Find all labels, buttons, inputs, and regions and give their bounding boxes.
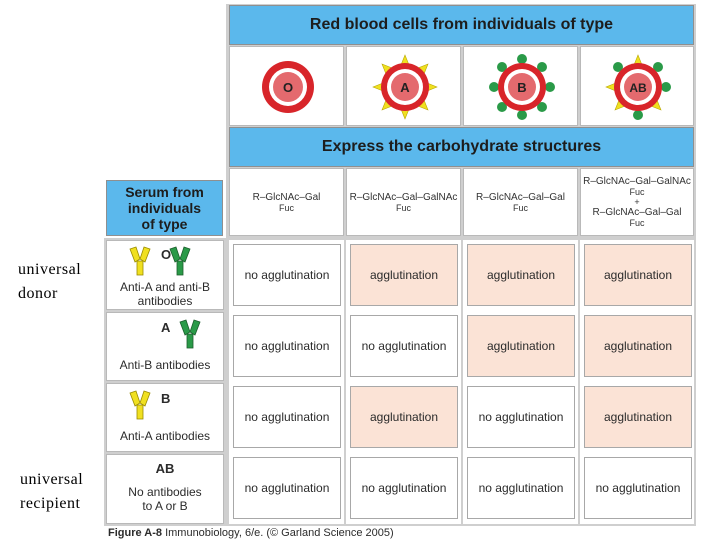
structure-A-fuc: Fuc <box>395 202 411 213</box>
result-cell-serum-B-rbc-B: no agglutination <box>467 386 575 448</box>
structure-AB-fuc1: Fuc <box>629 187 645 197</box>
cell-box-AB: AB <box>580 46 694 126</box>
structure-B-fuc: Fuc <box>512 202 528 213</box>
serum-header: Serum from individuals of type <box>106 180 223 236</box>
figure-caption-label: Figure A-8 <box>108 527 162 539</box>
result-cell-serum-A-rbc-O: no agglutination <box>233 315 341 377</box>
rbc-B-icon: B <box>489 54 555 120</box>
cell-box-O: O <box>229 46 344 126</box>
serum-row-AB-label1: No antibodies <box>128 485 202 499</box>
structure-O-fuc: Fuc <box>278 202 294 213</box>
serum-row-O-label1: Anti-A and anti-B <box>119 280 211 294</box>
structure-B: R–GlcNAc–Gal–Gal Fuc <box>463 168 578 236</box>
result-cell-serum-O-rbc-B: agglutination <box>467 244 575 306</box>
rbc-AB-icon: AB <box>605 54 671 120</box>
rbc-O-label: O <box>283 80 293 95</box>
rbc-AB-label: AB <box>629 81 647 95</box>
structure-A-main: R–GlcNAc–Gal–GalNAc <box>349 191 458 203</box>
result-cell-serum-B-rbc-AB: agglutination <box>584 386 692 448</box>
result-cell-serum-A-rbc-A: no agglutination <box>350 315 458 377</box>
serum-header-line2: individuals <box>127 200 202 216</box>
antibody-anti-b-icon <box>179 319 201 349</box>
serum-row-AB-type: AB <box>155 461 175 476</box>
serum-row-O-type: O <box>161 247 172 262</box>
carbohydrate-header: Express the carbohydrate structures <box>229 127 694 167</box>
rbc-header: Red blood cells from individuals of type <box>229 5 694 45</box>
structure-AB: R–GlcNAc–Gal–GalNAc Fuc + R–GlcNAc–Gal–G… <box>580 168 694 236</box>
result-cell-serum-O-rbc-O: no agglutination <box>233 244 341 306</box>
result-cell-serum-AB-rbc-AB: no agglutination <box>584 457 692 519</box>
serum-header-line3: of type <box>141 216 188 232</box>
structure-AB-main1: R–GlcNAc–Gal–GalNAc <box>583 176 691 187</box>
universal-donor-note: universal donor <box>18 258 81 306</box>
structure-O-main: R–GlcNAc–Gal <box>252 191 321 203</box>
cell-box-A: A <box>346 46 461 126</box>
serum-row-A-label: Anti-B antibodies <box>119 358 211 372</box>
antibody-anti-a-icon <box>129 390 151 420</box>
serum-row-AB: AB No antibodies to A or B <box>106 454 224 524</box>
serum-row-A-type: A <box>161 320 171 335</box>
structure-O: R–GlcNAc–Gal Fuc <box>229 168 344 236</box>
serum-row-O-label2: antibodies <box>137 294 193 308</box>
universal-recipient-note-line2: recipient <box>20 495 81 512</box>
universal-donor-note-line1: universal <box>18 261 82 278</box>
rbc-O-icon: O <box>262 61 314 113</box>
result-cell-serum-A-rbc-B: agglutination <box>467 315 575 377</box>
rbc-A-label: A <box>400 80 410 95</box>
result-cell-serum-B-rbc-O: no agglutination <box>233 386 341 448</box>
figure-caption: Figure A-8 Immunobiology, 6/e. (© Garlan… <box>108 527 508 539</box>
serum-row-B-label: Anti-A antibodies <box>119 429 211 443</box>
serum-row-AB-label2: to A or B <box>142 499 188 513</box>
structure-A: R–GlcNAc–Gal–GalNAc Fuc <box>346 168 461 236</box>
serum-header-line1: Serum from <box>125 184 204 200</box>
result-cell-serum-AB-rbc-A: no agglutination <box>350 457 458 519</box>
serum-row-B-type: B <box>161 391 171 406</box>
structure-AB-plus: + <box>634 197 640 207</box>
result-cell-serum-A-rbc-AB: agglutination <box>584 315 692 377</box>
rbc-B-label: B <box>517 80 526 95</box>
universal-recipient-note-line1: universal <box>20 471 84 488</box>
result-cell-serum-AB-rbc-O: no agglutination <box>233 457 341 519</box>
serum-row-B: B Anti-A antibodies <box>106 383 224 452</box>
figure-caption-source: Immunobiology, 6/e. (© Garland Science 2… <box>165 527 394 539</box>
result-cell-serum-O-rbc-A: agglutination <box>350 244 458 306</box>
antibodies-anti-a-anti-b-icon <box>129 246 191 276</box>
serum-row-A: A Anti-B antibodies <box>106 312 224 381</box>
universal-recipient-note: universal recipient <box>20 468 83 516</box>
cell-box-B: B <box>463 46 578 126</box>
structure-AB-fuc2: Fuc <box>629 218 645 228</box>
universal-donor-note-line2: donor <box>18 285 58 302</box>
structure-B-main: R–GlcNAc–Gal–Gal <box>476 191 565 203</box>
serum-row-O: O Anti-A and anti-B antibodies <box>106 240 224 310</box>
result-cell-serum-AB-rbc-B: no agglutination <box>467 457 575 519</box>
result-cell-serum-O-rbc-AB: agglutination <box>584 244 692 306</box>
result-cell-serum-B-rbc-A: agglutination <box>350 386 458 448</box>
structure-AB-main2: R–GlcNAc–Gal–Gal <box>592 207 682 218</box>
rbc-A-icon: A <box>372 54 438 120</box>
